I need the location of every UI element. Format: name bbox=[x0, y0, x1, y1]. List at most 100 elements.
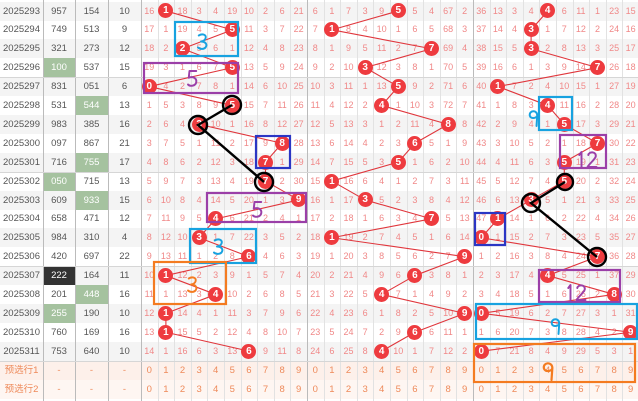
omission-value: 4 bbox=[196, 194, 202, 205]
omission-value: 12 bbox=[160, 232, 171, 243]
preselect-digit[interactable]: 2 bbox=[179, 383, 186, 395]
annotation-black-circle bbox=[555, 172, 575, 192]
preselect-digit[interactable]: 8 bbox=[445, 383, 451, 395]
omission-value: 3 bbox=[428, 270, 434, 281]
trend-line bbox=[331, 10, 399, 31]
preselect-digit[interactable]: 5 bbox=[229, 383, 235, 395]
omission-value: 21 bbox=[625, 118, 636, 129]
draw-number-2: 715 bbox=[83, 175, 100, 187]
preselect-digit[interactable]: 5 bbox=[561, 383, 567, 395]
omission-value: 8 bbox=[528, 345, 534, 356]
preselect-digit[interactable]: 8 bbox=[611, 364, 617, 376]
preselect-digit[interactable]: 7 bbox=[594, 364, 601, 376]
preselect-digit[interactable]: 1 bbox=[495, 383, 501, 395]
preselect-digit[interactable]: 3 bbox=[362, 364, 368, 376]
omission-value: 6 bbox=[528, 156, 534, 167]
omission-value: 3 bbox=[296, 251, 302, 262]
preselect-digit[interactable]: 4 bbox=[379, 383, 385, 395]
trend-line bbox=[331, 161, 399, 182]
omission-value: 3 bbox=[362, 251, 368, 262]
preselect-digit[interactable]: 4 bbox=[545, 383, 551, 395]
omission-value: 5 bbox=[329, 118, 335, 129]
omission-value: 2 bbox=[495, 118, 501, 129]
preselect-digit[interactable]: 6 bbox=[246, 383, 252, 395]
preselect-digit[interactable]: 3 bbox=[362, 383, 368, 395]
preselect-digit[interactable]: 5 bbox=[395, 383, 401, 395]
omission-value: 5 bbox=[362, 289, 368, 299]
omission-value: 7 bbox=[262, 307, 268, 318]
preselect-digit[interactable]: 3 bbox=[528, 364, 534, 376]
preselect-digit[interactable]: 0 bbox=[146, 364, 152, 376]
preselect-digit[interactable]: 7 bbox=[262, 383, 269, 395]
omission-value: 12 bbox=[243, 43, 254, 54]
preselect-digit[interactable]: 3 bbox=[196, 364, 202, 376]
omission-value: 1 bbox=[428, 62, 434, 73]
preselect-digit[interactable]: 9 bbox=[628, 364, 634, 376]
preselect-digit[interactable]: 8 bbox=[279, 364, 285, 376]
omission-value: 29 bbox=[293, 156, 304, 167]
preselect-digit[interactable]: 8 bbox=[279, 383, 285, 395]
preselect-digit[interactable]: 0 bbox=[146, 383, 152, 395]
preselect-digit[interactable]: 5 bbox=[561, 364, 567, 376]
omission-value: 14 bbox=[310, 156, 321, 167]
preselect-digit[interactable]: 1 bbox=[329, 383, 335, 395]
preselect-digit[interactable]: 6 bbox=[412, 383, 418, 395]
preselect-digit[interactable]: 7 bbox=[262, 364, 269, 376]
omission-value: 1 bbox=[196, 251, 202, 262]
omission-value: 3 bbox=[594, 307, 600, 318]
preselect-digit[interactable]: 3 bbox=[528, 383, 534, 395]
preselect-digit[interactable]: 2 bbox=[179, 364, 186, 376]
preselect-digit[interactable]: 2 bbox=[511, 383, 518, 395]
preselect-digit[interactable]: 2 bbox=[345, 383, 352, 395]
preselect-digit[interactable]: 3 bbox=[196, 383, 202, 395]
preselect-digit[interactable]: 7 bbox=[428, 383, 435, 395]
omission-value: 5 bbox=[495, 175, 501, 186]
omission-value: 19 bbox=[144, 62, 155, 73]
preselect-digit[interactable]: 1 bbox=[163, 364, 169, 376]
handwritten-digit-stroke bbox=[528, 110, 539, 127]
preselect-digit[interactable]: 8 bbox=[611, 383, 617, 395]
preselect-digit[interactable]: 5 bbox=[395, 364, 401, 376]
omission-value: 18 bbox=[509, 289, 520, 299]
omission-value: 12 bbox=[343, 100, 354, 110]
preselect-digit[interactable]: 0 bbox=[478, 364, 484, 376]
preselect-digit[interactable]: 9 bbox=[628, 383, 634, 395]
omission-value: 67 bbox=[443, 5, 454, 16]
draw-number-2: 190 bbox=[83, 307, 100, 319]
preselect-digit[interactable]: 7 bbox=[428, 364, 435, 376]
preselect-digit[interactable]: 1 bbox=[163, 383, 169, 395]
omission-value: 16 bbox=[625, 24, 636, 35]
sum-value: 15 bbox=[119, 194, 130, 206]
omission-value: 3 bbox=[246, 307, 252, 318]
preselect-digit[interactable]: 4 bbox=[379, 364, 385, 376]
preselect-digit[interactable]: 9 bbox=[296, 383, 302, 395]
preselect-digit[interactable]: 5 bbox=[229, 364, 235, 376]
preselect-digit[interactable]: 7 bbox=[594, 383, 601, 395]
preselect-digit[interactable]: 9 bbox=[462, 364, 468, 376]
preselect-digit[interactable]: 6 bbox=[578, 364, 584, 376]
preselect-digit[interactable]: 6 bbox=[246, 364, 252, 376]
omission-value: 16 bbox=[144, 5, 155, 16]
preselect-digit[interactable]: 0 bbox=[312, 383, 318, 395]
preselect-digit[interactable]: 2 bbox=[345, 364, 352, 376]
omission-value: 7 bbox=[279, 270, 285, 281]
preselect-digit[interactable]: 8 bbox=[445, 364, 451, 376]
omission-value: 13 bbox=[492, 5, 503, 16]
omission-value: 25 bbox=[343, 345, 354, 356]
preselect-digit[interactable]: 9 bbox=[296, 364, 302, 376]
omission-value: 1 bbox=[545, 24, 551, 35]
preselect-digit[interactable]: 2 bbox=[511, 364, 518, 376]
preselect-digit[interactable]: 0 bbox=[312, 364, 318, 376]
preselect-digit[interactable]: 6 bbox=[578, 383, 584, 395]
preselect-digit[interactable]: 6 bbox=[412, 364, 418, 376]
preselect-digit[interactable]: 4 bbox=[213, 364, 219, 376]
preselect-digit[interactable]: 1 bbox=[495, 364, 501, 376]
omission-value: 19 bbox=[509, 307, 520, 318]
omission-value: 21 bbox=[575, 194, 586, 205]
preselect-digit[interactable]: 4 bbox=[213, 383, 219, 395]
preselect-digit[interactable]: 9 bbox=[462, 383, 468, 395]
omission-value: 35 bbox=[609, 232, 620, 243]
omission-value: 1 bbox=[561, 137, 567, 148]
preselect-digit[interactable]: 0 bbox=[478, 383, 484, 395]
preselect-digit[interactable]: 1 bbox=[329, 364, 335, 376]
